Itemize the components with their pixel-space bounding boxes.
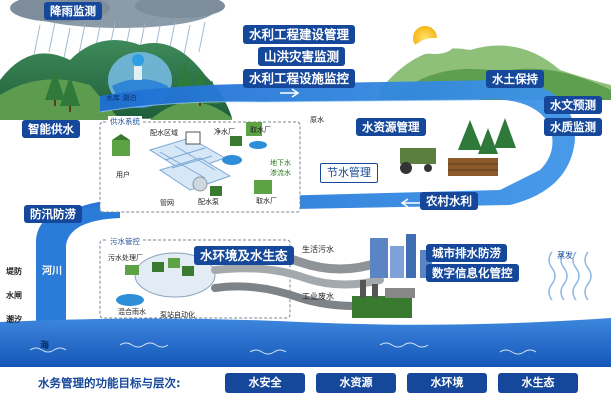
footer-bar: 水务管理的功能目标与层次: 水安全 水资源 水环境 水生态 <box>0 367 611 400</box>
sun-cloud-icon <box>413 26 453 54</box>
label-embankment: 堤防 <box>6 267 22 276</box>
pipe-network-icon <box>148 137 232 191</box>
tag-hydro-forecast: 水文预测 <box>544 96 602 114</box>
label-sewage-plant: 污水处理厂 <box>108 254 143 262</box>
label-intake-plant: 取水厂 <box>250 126 271 134</box>
label-rain-outlet: 混合雨水 <box>118 308 146 316</box>
tag-facility: 水利工程设施监控 <box>243 69 356 88</box>
pill-water-safety: 水安全 <box>225 373 305 393</box>
farm-icon <box>400 148 498 176</box>
tag-smart-supply: 智能供水 <box>22 120 80 138</box>
supply-panel-title: 供水系统 <box>108 116 142 127</box>
label-groundwater: 地下水 <box>270 159 291 167</box>
tag-soil: 水土保持 <box>486 70 544 88</box>
tag-water-quality: 水质监测 <box>544 118 602 136</box>
pill-water-ecology: 水生态 <box>498 373 578 393</box>
label-sea: 海 <box>40 341 50 351</box>
tag-digital: 数字信息化管控 <box>426 264 519 282</box>
sewage-panel-title: 污水管控 <box>108 236 142 247</box>
label-distribution-area: 配水区域 <box>150 129 178 137</box>
building-icon <box>112 122 272 196</box>
tag-flood-control: 防汛防涝 <box>24 205 82 223</box>
label-users: 用户 <box>116 171 130 179</box>
pill-water-environment: 水环境 <box>407 373 487 393</box>
label-auto-pump: 泵站自动化 <box>160 311 195 319</box>
tag-resource-mgmt: 水资源管理 <box>356 118 426 136</box>
river-path <box>48 80 575 330</box>
tag-rain-monitoring: 降雨监测 <box>44 2 102 20</box>
label-reservoir: 水库 湖泊 <box>106 94 137 102</box>
footer-title: 水务管理的功能目标与层次: <box>38 376 181 390</box>
label-evaporation: 蒸发 <box>557 251 573 260</box>
evaporation-icon <box>548 251 592 301</box>
tree-icon <box>458 118 516 154</box>
tag-flood-disaster: 山洪灾害监测 <box>258 47 346 66</box>
label-raw-water: 原水 <box>310 116 324 124</box>
flow-arrow-icon <box>280 88 420 208</box>
city-building-icon <box>370 234 432 278</box>
rain-cloud-icon <box>10 0 225 28</box>
tag-construction: 水利工程建设管理 <box>243 25 356 44</box>
sea-icon <box>0 318 611 367</box>
label-purification-plant: 净水厂 <box>214 128 235 136</box>
label-water-plant: 取水厂 <box>256 197 277 205</box>
label-sluice: 水闸 <box>6 291 22 300</box>
label-infiltration: 渗流水 <box>270 169 291 177</box>
label-domestic-sewage: 生活污水 <box>302 245 334 254</box>
tag-water-saving: 节水管理 <box>320 163 378 183</box>
tag-urban-drain: 城市排水防涝 <box>426 244 507 262</box>
label-pipe-network: 管网 <box>160 199 174 207</box>
tag-environment: 水环境及水生态 <box>194 246 294 265</box>
label-pump-station: 配水泵 <box>198 198 219 206</box>
pill-water-resource: 水资源 <box>316 373 396 393</box>
factory-icon <box>352 280 415 318</box>
label-tide: 潮汐 <box>6 315 22 324</box>
tag-farm-water: 农村水利 <box>420 192 478 210</box>
label-industrial-sewage: 工业废水 <box>302 292 334 301</box>
label-river: 河川 <box>42 266 62 277</box>
